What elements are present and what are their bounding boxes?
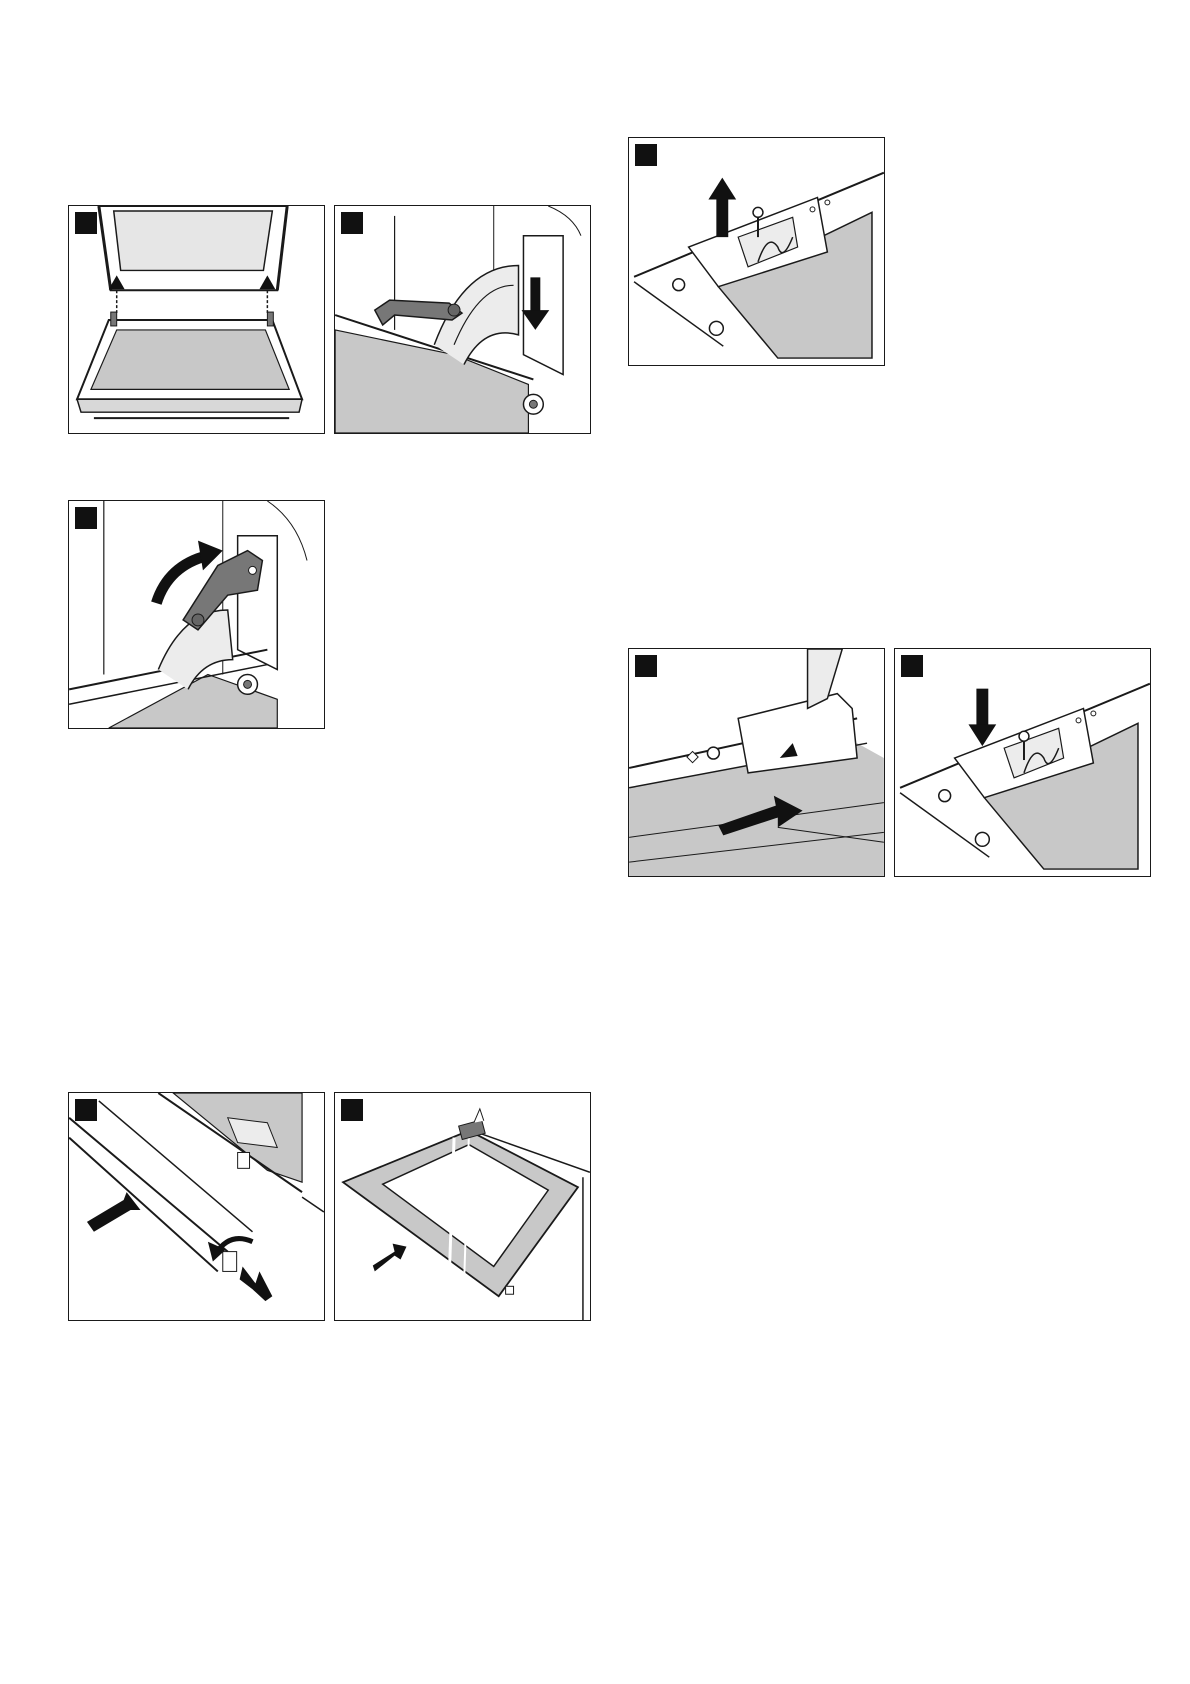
screw-clip-up-illustration — [629, 138, 884, 365]
hinge-lever-up-illustration — [69, 501, 324, 728]
door-strip-pull-illustration — [69, 1093, 324, 1320]
hinge-lever-down-illustration — [335, 206, 590, 433]
step-badge — [75, 1099, 97, 1121]
figure-hinge-lever-up — [68, 500, 325, 729]
figure-glass-pane-remove — [334, 1092, 591, 1321]
step-badge — [75, 212, 97, 234]
figure-door-strip-pull — [68, 1092, 325, 1321]
figure-door-hinges-lift — [68, 205, 325, 434]
step-badge — [341, 212, 363, 234]
screw-clip-down-illustration — [895, 649, 1150, 876]
figure-screw-clip-down — [894, 648, 1151, 877]
glass-slide-in-illustration — [629, 649, 884, 876]
figure-screw-clip-up — [628, 137, 885, 366]
step-badge — [341, 1099, 363, 1121]
figure-hinge-lever-down — [334, 205, 591, 434]
step-badge — [635, 655, 657, 677]
step-badge — [901, 655, 923, 677]
glass-pane-remove-illustration — [335, 1093, 590, 1320]
figure-glass-slide-in — [628, 648, 885, 877]
step-badge — [75, 507, 97, 529]
step-badge — [635, 144, 657, 166]
door-lift-illustration — [69, 206, 324, 433]
